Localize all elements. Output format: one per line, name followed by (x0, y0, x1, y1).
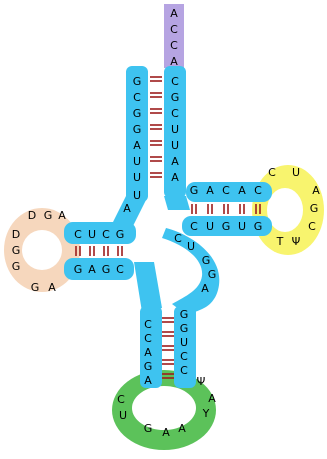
variable-loop-base: C (174, 232, 182, 245)
anticodon-loop-base: A (178, 422, 186, 435)
t-stem-top-base: C (222, 184, 230, 197)
anticodon-stem-left-base: G (144, 360, 153, 373)
anticodon-stem-left-base: A (144, 346, 152, 359)
t-stem-top-base: G (190, 184, 199, 197)
anticodon-stem-right-base: G (180, 308, 189, 321)
anticodon-loop-base: U (119, 409, 127, 422)
anticodon-loop-base: G (144, 422, 153, 435)
anticodon-stem-right-base: G (180, 322, 189, 335)
acceptor-stem-3prime-base: G (171, 91, 180, 104)
anticodon-stem-right-base: C (180, 364, 188, 377)
acceptor-stem-5prime-base: U (133, 171, 141, 184)
variable-loop-base: U (187, 240, 195, 253)
variable-loop-base: G (202, 254, 211, 267)
acceptor-tail-base: A (170, 7, 178, 20)
anticodon-stem-left-base: C (144, 332, 152, 345)
acceptor-tail-base: C (170, 39, 178, 52)
acceptor-stem-3prime-base: C (171, 107, 179, 120)
d-stem-bottom-base: A (88, 263, 96, 276)
acceptor-stem-3prime-base: A (171, 155, 179, 168)
acceptor-arm (164, 4, 184, 68)
anticodon-loop-base: Y (202, 407, 210, 420)
acceptor-stem-5prime-base: G (133, 123, 142, 136)
anticodon-loop-base: A (208, 392, 216, 405)
t-stem-bottom-base: U (238, 220, 246, 233)
d-stem-bottom-base: C (116, 263, 124, 276)
base-pair-ticks (75, 76, 261, 379)
d-loop-base: D (28, 209, 36, 222)
anticodon-loop-base: A (162, 426, 170, 439)
anticodon-loop-hole (132, 386, 196, 430)
d-stem-bottom-base: G (74, 263, 83, 276)
anticodon-loop-base: C (117, 393, 125, 406)
d-stem-top-base: C (102, 228, 110, 241)
anticodon-stem-right-base: C (180, 350, 188, 363)
anticodon-stem-right-base: U (180, 336, 188, 349)
acceptor-stem-3prime-base: U (171, 139, 179, 152)
t-stem-bottom-base: C (190, 220, 198, 233)
anticodon-loop-base: Ψ (197, 375, 206, 388)
variable-loop-base: G (208, 268, 217, 281)
d-loop-base: G (31, 281, 40, 294)
acceptor-stem-5prime-base: C (133, 91, 141, 104)
connector-1-base: A (123, 202, 131, 215)
d-loop-base: G (44, 209, 53, 222)
anticodon-stem-left-base: C (144, 318, 152, 331)
acceptor-stem-5prime-base: G (133, 107, 142, 120)
t-loop-base: U (292, 166, 300, 179)
t-stem-bottom-base: U (206, 220, 214, 233)
acceptor-stem-5prime-base: A (133, 139, 141, 152)
t-loop-base: T (276, 235, 284, 248)
t-loop-base: C (308, 220, 316, 233)
d-loop-hole (22, 230, 62, 270)
acceptor-tail-base: C (170, 23, 178, 36)
acceptor-stem-5prime-base: G (133, 75, 142, 88)
d-stem-top-base: G (116, 228, 125, 241)
acceptor-stem-5prime-base: U (133, 155, 141, 168)
d-loop-base: A (48, 281, 56, 294)
t-stem-top-base: C (254, 184, 262, 197)
d-loop-base: G (12, 244, 21, 257)
t-stem-bottom-base: G (254, 220, 263, 233)
d-loop-base: G (12, 260, 21, 273)
t-loop-hole (267, 188, 303, 232)
d-loop-base: D (12, 228, 20, 241)
t-loop-base: G (310, 202, 319, 215)
acceptor-stem-3prime-base: U (171, 123, 179, 136)
d-stem-top-base: U (88, 228, 96, 241)
d-loop-base: A (58, 209, 66, 222)
acceptor-stem-3prime-base: C (171, 75, 179, 88)
connector-1-base: U (133, 189, 141, 202)
acceptor-stem-3prime-base: A (171, 171, 179, 184)
d-stem-top-base: C (74, 228, 82, 241)
t-loop-base: Ψ (292, 235, 301, 248)
t-loop-base: A (312, 184, 320, 197)
variable-loop-base: A (201, 282, 209, 295)
t-stem-top-base: A (238, 184, 246, 197)
stem-backbone (64, 66, 272, 388)
t-loop-base: C (268, 166, 276, 179)
acceptor-tail-base: A (170, 55, 178, 68)
d-stem-bottom-base: G (102, 263, 111, 276)
t-stem-bottom-base: G (222, 220, 231, 233)
t-stem-top-base: A (206, 184, 214, 197)
anticodon-stem-left-base: A (144, 374, 152, 387)
